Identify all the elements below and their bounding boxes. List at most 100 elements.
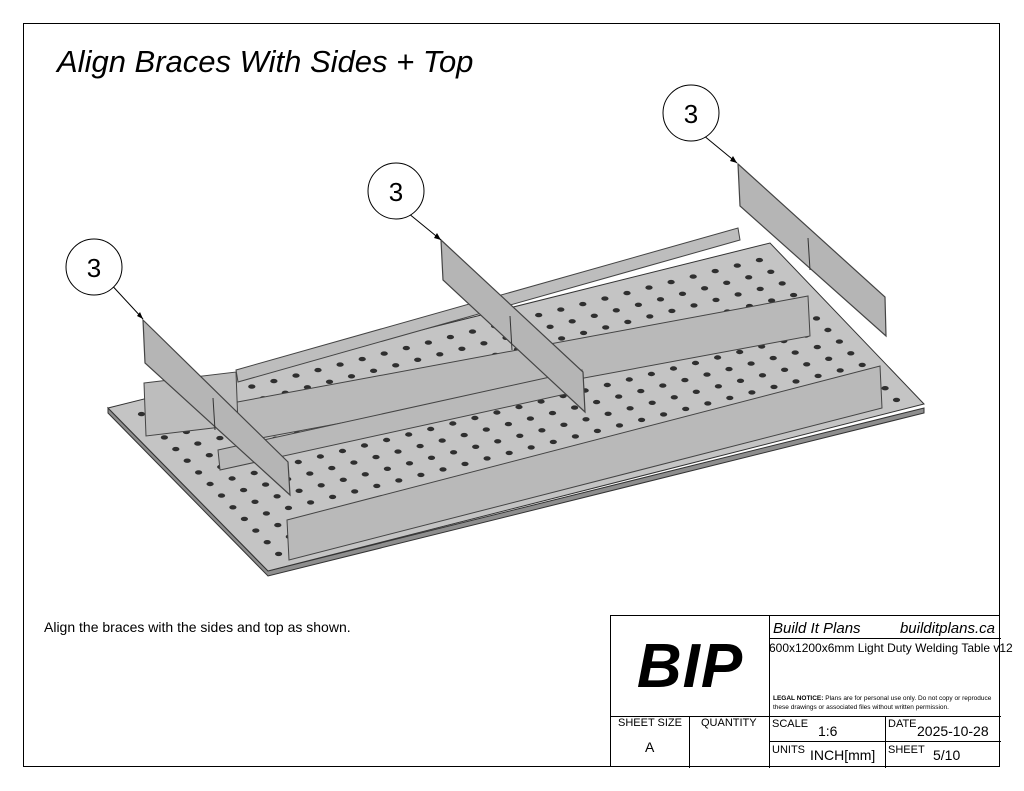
plate-hole: [770, 384, 778, 390]
instruction-note: Align the braces with the sides and top …: [44, 619, 351, 635]
plate-hole: [274, 522, 282, 528]
plate-hole: [527, 445, 535, 450]
plate-hole: [604, 411, 612, 416]
plate-hole: [205, 453, 213, 458]
plate-hole: [548, 410, 557, 416]
plate-hole: [515, 404, 523, 410]
plate-hole: [645, 285, 653, 290]
plate-hole: [262, 511, 270, 516]
plate-hole: [450, 450, 458, 455]
plate-hole: [690, 303, 698, 308]
plate-hole: [240, 516, 248, 522]
plate-hole: [681, 377, 689, 383]
plate-hole: [460, 432, 468, 438]
plate-hole: [483, 456, 491, 461]
plate-hole: [590, 313, 598, 318]
plate-hole: [638, 417, 646, 423]
plate-hole: [646, 314, 654, 319]
plate-hole: [712, 297, 720, 303]
sheet-value: 5/10: [933, 747, 961, 763]
plate-hole: [373, 483, 381, 489]
plate-hole: [424, 340, 432, 345]
plate-hole: [791, 350, 799, 355]
plate-hole: [493, 410, 501, 415]
plate-hole: [358, 356, 366, 362]
plate-hole: [504, 421, 512, 427]
plate-hole: [647, 371, 656, 377]
plate-hole: [194, 441, 202, 446]
plate-hole: [648, 400, 656, 405]
plate-hole: [714, 384, 723, 389]
plate-hole: [275, 551, 283, 557]
bip-logo: BIP: [611, 616, 770, 717]
plate-hole: [692, 389, 700, 394]
plate-hole: [449, 421, 457, 426]
plate-hole: [339, 477, 347, 482]
plate-hole: [461, 461, 469, 467]
plate-hole: [417, 472, 425, 478]
plate-hole: [726, 395, 734, 401]
plate-hole: [228, 476, 236, 481]
plate-hole: [284, 505, 293, 511]
brace-slot-left: [212, 397, 216, 431]
plate-hole: [668, 308, 676, 314]
plate-hole: [250, 470, 258, 476]
cross-brace-left: [142, 318, 291, 497]
plate-hole: [480, 341, 488, 346]
plate-hole: [446, 334, 454, 340]
plate-hole: [625, 377, 633, 382]
plate-hole: [316, 454, 324, 459]
plate-hole: [892, 397, 901, 403]
plate-hole: [847, 351, 855, 356]
plate-hole: [383, 437, 391, 443]
callout-label-1: 3: [87, 253, 101, 283]
plate-hole: [402, 345, 410, 351]
plate-hole: [263, 540, 271, 545]
plate-hole: [781, 367, 789, 372]
plate-hole: [350, 460, 358, 465]
plate-hole: [292, 373, 300, 378]
plate-hole: [615, 423, 624, 428]
plate-hole: [436, 352, 444, 357]
date-label: DATE: [888, 718, 917, 730]
leader-arrow-1: [137, 312, 143, 319]
plate-hole: [482, 427, 490, 432]
plate-hole: [471, 415, 479, 421]
plate-hole: [824, 327, 832, 333]
plate-hole: [612, 308, 620, 313]
plate-hole: [395, 478, 403, 483]
plate-hole: [427, 455, 436, 460]
sheet-title: Align Braces With Sides + Top: [57, 44, 474, 79]
plate-hole: [380, 351, 388, 356]
plate-hole: [557, 307, 565, 312]
plate-hole: [792, 379, 800, 384]
plate-hole: [392, 363, 400, 368]
plate-hole: [711, 268, 719, 274]
plate-hole: [603, 382, 611, 388]
plate-hole: [714, 355, 722, 360]
callout-label-3: 3: [684, 99, 698, 129]
title-block: BIP Build It Plans builditplans.ca 600x1…: [610, 615, 1013, 768]
plate-hole: [137, 411, 146, 417]
units-value: INCH[mm]: [810, 747, 876, 763]
plate-hole: [858, 362, 866, 368]
leader-arrow-2: [434, 233, 441, 240]
plate-hole: [160, 435, 168, 440]
plate-hole: [736, 349, 744, 355]
plate-hole: [537, 399, 545, 404]
plate-hole: [736, 378, 745, 383]
plate-hole: [624, 319, 632, 325]
plate-hole: [472, 444, 480, 449]
plate-hole: [217, 493, 226, 498]
company-website: builditplans.ca: [899, 620, 995, 637]
scale-label: SCALE: [772, 718, 809, 730]
plate-hole: [405, 432, 413, 437]
plate-hole: [560, 422, 568, 427]
plate-hole: [195, 470, 203, 475]
scale-value: 1:6: [818, 723, 838, 739]
plate-hole: [778, 281, 786, 286]
plate-hole: [682, 406, 690, 412]
plate-hole: [360, 443, 369, 448]
plate-hole: [516, 433, 524, 438]
plate-hole: [370, 368, 378, 373]
